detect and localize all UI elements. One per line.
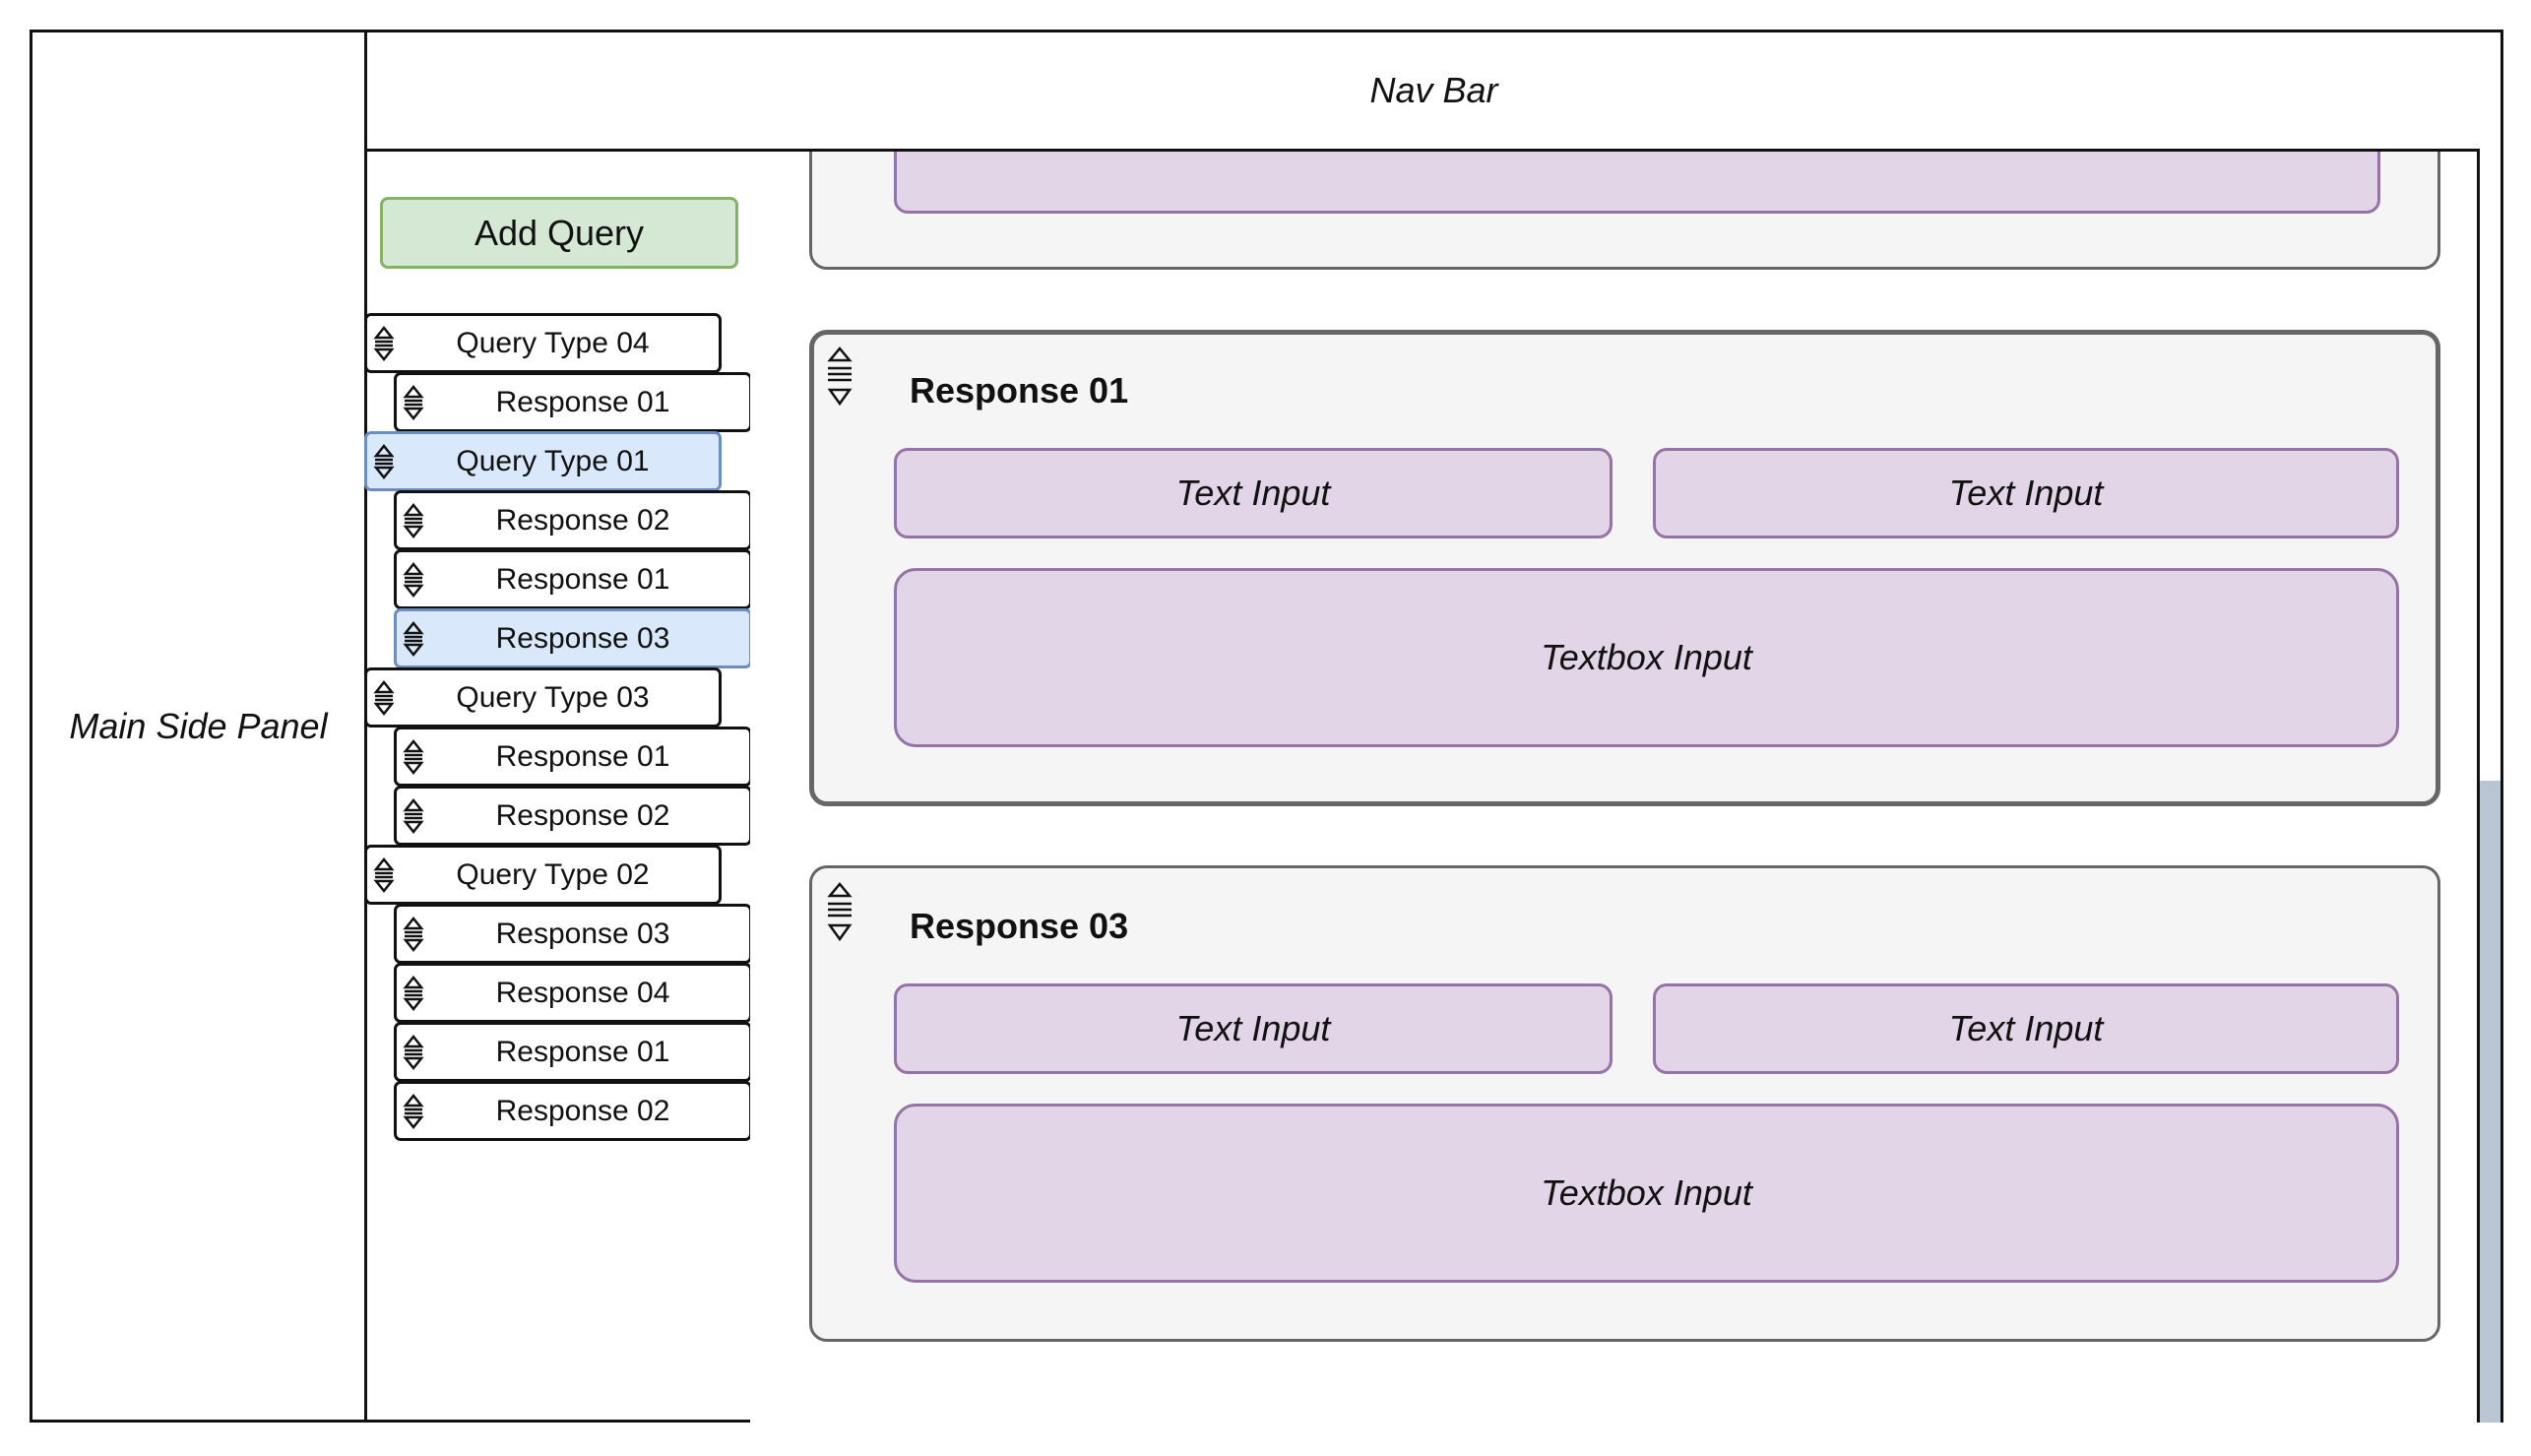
- scrollbar-thumb[interactable]: [2477, 781, 2503, 1423]
- tree-item-label: Response 03: [495, 621, 670, 655]
- text-input[interactable]: Text Input: [1653, 448, 2399, 538]
- tree-item-label: Response 01: [495, 739, 670, 773]
- tree-item-response-02[interactable]: Response 02: [394, 1081, 752, 1141]
- drag-reorder-icon[interactable]: [401, 619, 426, 659]
- drag-reorder-icon[interactable]: [401, 737, 426, 777]
- drag-reorder-icon[interactable]: [401, 796, 426, 836]
- textbox-input[interactable]: Textbox Input: [894, 1104, 2399, 1283]
- textbox-input[interactable]: Textbox Input: [894, 568, 2399, 747]
- response-card-partial: [809, 152, 2440, 270]
- drag-reorder-icon[interactable]: [401, 915, 426, 954]
- tree-item-label: Response 01: [495, 1035, 670, 1068]
- tree-item-query-type-02[interactable]: Query Type 02: [364, 845, 722, 905]
- tree-item-response-01[interactable]: Response 01: [394, 1022, 752, 1082]
- tree-item-response-02[interactable]: Response 02: [394, 490, 752, 550]
- tree-item-label: Response 01: [495, 562, 670, 596]
- drag-handle-icon[interactable]: [824, 880, 855, 943]
- drag-reorder-icon[interactable]: [371, 324, 397, 363]
- drag-reorder-icon[interactable]: [371, 855, 397, 895]
- tree-item-label: Response 02: [495, 1094, 670, 1127]
- drag-reorder-icon[interactable]: [401, 383, 426, 422]
- response-card: Response 01 Text Input Text Input Textbo…: [809, 330, 2440, 806]
- drag-reorder-icon[interactable]: [371, 442, 397, 481]
- card-title: Response 01: [910, 370, 1129, 411]
- tree-item-response-03[interactable]: Response 03: [394, 904, 752, 964]
- side-panel-label: Main Side Panel: [69, 705, 328, 746]
- tree-item-response-03[interactable]: Response 03: [394, 608, 752, 668]
- drag-reorder-icon[interactable]: [401, 1033, 426, 1072]
- tree-item-label: Query Type 01: [456, 444, 650, 477]
- drag-reorder-icon[interactable]: [401, 1092, 426, 1131]
- tree-item-response-01[interactable]: Response 01: [394, 372, 752, 432]
- tree-item-response-01[interactable]: Response 01: [394, 549, 752, 609]
- text-input[interactable]: Text Input: [894, 983, 1613, 1074]
- text-input[interactable]: Text Input: [1653, 983, 2399, 1074]
- tree-item-label: Response 02: [495, 798, 670, 832]
- tree-item-label: Response 01: [495, 385, 670, 418]
- drag-reorder-icon[interactable]: [371, 678, 397, 718]
- tree-item-query-type-04[interactable]: Query Type 04: [364, 313, 722, 373]
- tree-item-label: Query Type 02: [456, 857, 650, 891]
- tree-item-label: Response 03: [495, 917, 670, 950]
- tree-item-response-01[interactable]: Response 01: [394, 727, 752, 787]
- tree-item-query-type-03[interactable]: Query Type 03: [364, 667, 722, 728]
- drag-reorder-icon[interactable]: [401, 974, 426, 1013]
- drag-reorder-icon[interactable]: [401, 560, 426, 600]
- nav-bar-label: Nav Bar: [1369, 70, 1498, 110]
- nav-bar: Nav Bar: [364, 30, 2503, 152]
- drag-handle-icon[interactable]: [824, 345, 855, 408]
- tree-item-label: Response 02: [495, 503, 670, 537]
- tree-item-label: Response 04: [495, 976, 670, 1009]
- main-side-panel: Main Side Panel: [30, 30, 367, 1423]
- main-content: Response 01 Text Input Text Input Textbo…: [750, 149, 2480, 1423]
- response-card: Response 03 Text Input Text Input Textbo…: [809, 865, 2440, 1342]
- tree-item-label: Query Type 04: [456, 326, 650, 359]
- tree-item-label: Query Type 03: [456, 680, 650, 714]
- tree-item-query-type-01[interactable]: Query Type 01: [364, 431, 722, 491]
- textbox-input-partial[interactable]: [894, 152, 2380, 214]
- add-query-button[interactable]: Add Query: [380, 197, 738, 269]
- drag-reorder-icon[interactable]: [401, 501, 426, 540]
- text-input[interactable]: Text Input: [894, 448, 1613, 538]
- card-title: Response 03: [910, 906, 1129, 946]
- tree-item-response-02[interactable]: Response 02: [394, 786, 752, 846]
- tree-item-response-04[interactable]: Response 04: [394, 963, 752, 1023]
